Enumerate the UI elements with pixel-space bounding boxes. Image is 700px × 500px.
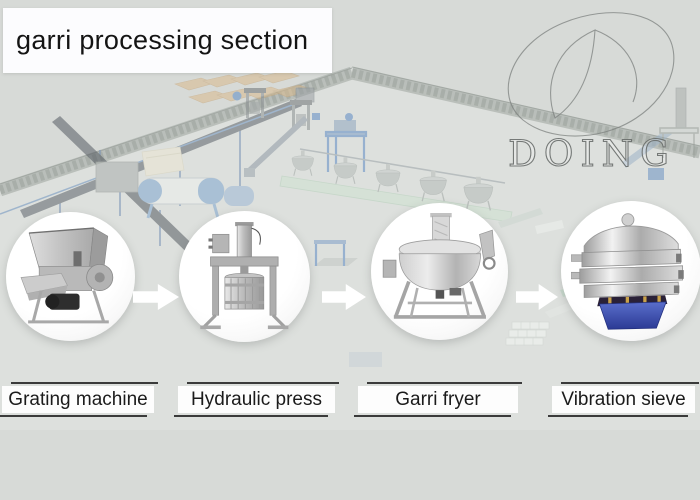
- grating-machine-icon: [20, 227, 114, 324]
- step-label-text: Hydraulic press: [191, 388, 322, 410]
- page-title: garri processing section: [16, 25, 309, 55]
- step-label-garri-fryer: Garri fryer: [354, 382, 522, 417]
- step-label-vibration-sieve: Vibration sieve: [548, 382, 699, 417]
- doing-wordmark: DOING: [508, 134, 676, 175]
- garri-fryer-icon: [382, 212, 496, 319]
- doing-leaf-logo-icon: [507, 12, 675, 137]
- step-circle-garri-fryer: [371, 203, 508, 340]
- step-label-text: Vibration sieve: [561, 388, 686, 410]
- doing-watermark: DOING: [507, 12, 676, 176]
- step-label-text: Garri fryer: [395, 388, 481, 410]
- hydraulic-press-icon: [200, 222, 289, 330]
- step-circle-hydraulic-press: [179, 211, 310, 342]
- step-label-text: Grating machine: [8, 388, 148, 410]
- step-label-hydraulic-press: Hydraulic press: [174, 382, 339, 417]
- step-circle-vibration-sieve: [561, 201, 700, 341]
- vibration-sieve-icon: [570, 213, 684, 330]
- title-banner: garri processing section: [3, 8, 332, 73]
- step-circle-grating-machine: [6, 212, 135, 341]
- step-label-grating-machine: Grating machine: [0, 382, 158, 417]
